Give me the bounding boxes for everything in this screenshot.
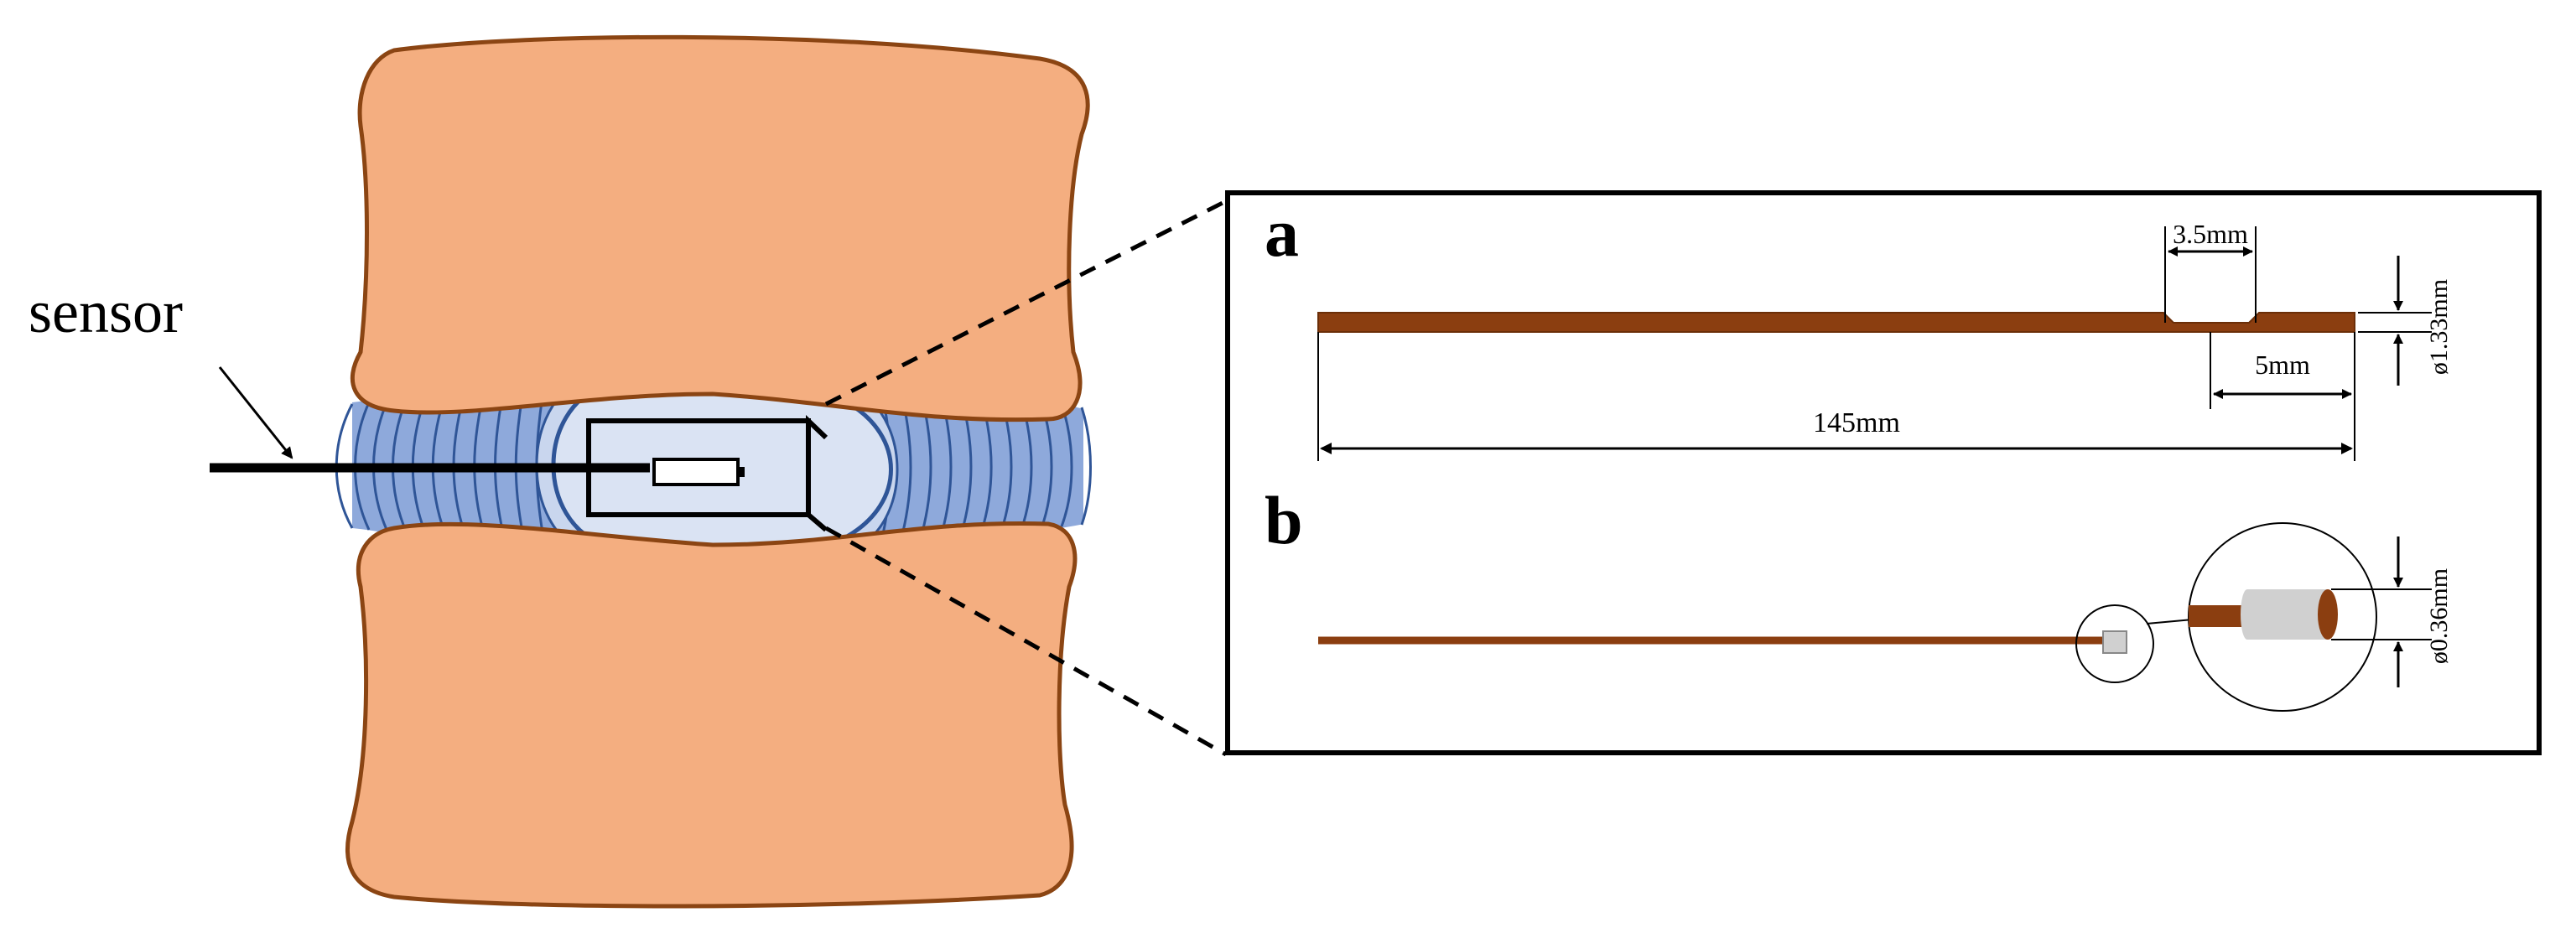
zoom-leader-bottom: [824, 526, 1228, 757]
magnified-sensor-back: [2241, 589, 2254, 640]
dim-window-label: 3.5mm: [2173, 219, 2248, 249]
magnifier-small: [2075, 604, 2154, 683]
dim-length-label: 145mm: [1813, 407, 1900, 438]
magnified-wire: [2189, 605, 2247, 627]
upper-vertebra: [350, 34, 1090, 422]
detail-frame: [1225, 190, 2542, 755]
panel-label-a: a: [1265, 194, 1299, 271]
zoom-bracket: [806, 415, 828, 532]
panel-label-b: b: [1265, 482, 1303, 558]
detail-panel: a 3.5mm 5mm 145mm ø1.33mm b: [1225, 190, 2542, 755]
lower-vertebra: [345, 521, 1078, 909]
zoom-leader-top: [824, 199, 1228, 407]
spine-illustration: sensor: [29, 34, 1092, 909]
magnified-sensor-face: [2318, 589, 2338, 640]
sensor-pointer: [218, 366, 293, 459]
dim-diam-a-label: ø1.33mm: [2425, 279, 2453, 375]
probe-a: [1317, 312, 2355, 333]
sensor-body: [652, 458, 740, 486]
dim-diam-b-label: ø0.36mm: [2425, 568, 2453, 664]
probe-b-head: [2102, 630, 2127, 654]
sensor-tip: [738, 467, 745, 477]
magnified-sensor-body: [2247, 589, 2328, 640]
dim-offset-label: 5mm: [2255, 350, 2310, 380]
sensor-label: sensor: [29, 278, 183, 345]
